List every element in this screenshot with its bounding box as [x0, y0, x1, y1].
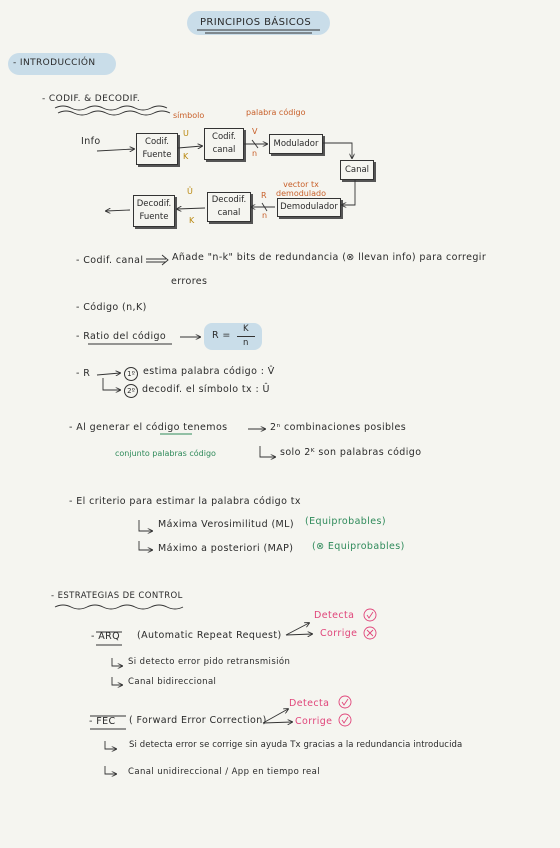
fec-detecta: Detecta [289, 698, 330, 709]
arq-full: (Automatic Repeat Request) [137, 630, 282, 641]
label-v: V [252, 127, 258, 136]
label-vector: vector tx demodulado [276, 180, 326, 198]
note-generar: - Al generar el código tenemos [69, 422, 228, 433]
arq-bullet-1: Si detecto error pido retransmisión [128, 657, 291, 667]
box-codif-canal: Codif. canal [204, 128, 244, 160]
intro-pill [8, 53, 116, 75]
label-n2: n [262, 211, 268, 220]
note-criterio: - El criterio para estimar la palabra có… [69, 496, 301, 507]
note-codif-canal-desc2: errores [171, 276, 208, 287]
generar-res2: solo 2ᴷ son palabras código [280, 447, 422, 458]
box-decodif-fuente: Decodif. Fuente [133, 195, 175, 227]
intro-heading: - INTRODUCCIÓN [13, 58, 96, 68]
page-title: PRINCIPIOS BÁSICOS [200, 17, 312, 28]
fec-bullet-2: Canal unidireccional / App en tiempo rea… [128, 767, 321, 777]
codif-heading: - CODIF. & DECODIF. [42, 94, 141, 104]
arq-corrige: Corrige [320, 628, 358, 639]
step2-text: decodif. el símbolo tx : Û [142, 384, 270, 395]
conjunto-label: conjunto palabras código [115, 449, 216, 458]
note-codif-canal-desc: Añade "n-k" bits de redundancia (⊗ lleva… [172, 252, 487, 263]
criterio-ml: Máxima Verosimilitud (ML) [158, 519, 294, 530]
ratio-den: n [243, 338, 249, 348]
fec-label: - FEC [89, 716, 116, 727]
ratio-formula-left: R = [212, 330, 231, 341]
criterio-ml-note: (Equiprobables) [305, 516, 386, 527]
arq-label: - ARQ [91, 631, 121, 642]
label-u: U [183, 129, 189, 138]
note-r: - R [76, 368, 91, 379]
ratio-num: K [243, 324, 249, 334]
title-pill [187, 11, 330, 35]
arq-detecta: Detecta [314, 610, 355, 621]
label-info: Info [81, 136, 101, 147]
step1-text: estima palabra código : V̂ [143, 366, 275, 377]
label-palabra: palabra código [246, 108, 306, 117]
label-simbolo: símbolo [173, 111, 205, 120]
step1-circle: 1º [124, 367, 138, 381]
criterio-map: Máximo a posteriori (MAP) [158, 543, 294, 554]
note-ratio: - Ratio del código [76, 331, 167, 342]
generar-res1: 2ⁿ combinaciones posibles [270, 422, 407, 433]
criterio-map-note: (⊗ Equiprobables) [312, 541, 405, 552]
box-codif-fuente: Codif. Fuente [136, 133, 178, 165]
note-codigo: - Código (n,K) [76, 302, 147, 313]
label-k2: K [189, 216, 195, 225]
box-canal: Canal [340, 160, 374, 180]
note-codif-canal: - Codif. canal [76, 255, 144, 266]
fec-corrige: Corrige [295, 716, 333, 727]
label-r: R [261, 191, 267, 200]
box-demodulador: Demodulador [277, 198, 341, 217]
arq-bullet-2: Canal bidireccional [128, 677, 217, 687]
label-uhat: Û [187, 187, 193, 196]
step2-circle: 2º [124, 384, 138, 398]
box-modulador: Modulador [269, 134, 323, 154]
fec-full: ( Forward Error Correction) [129, 715, 267, 726]
fec-bullet-1: Si detecta error se corrige sin ayuda Tx… [129, 740, 463, 750]
strategies-heading: - ESTRATEGIAS DE CONTROL [51, 591, 183, 601]
label-n: n [252, 149, 258, 158]
box-decodif-canal: Decodif. canal [207, 192, 251, 222]
label-k: K [183, 152, 189, 161]
ratio-bar [237, 336, 255, 337]
